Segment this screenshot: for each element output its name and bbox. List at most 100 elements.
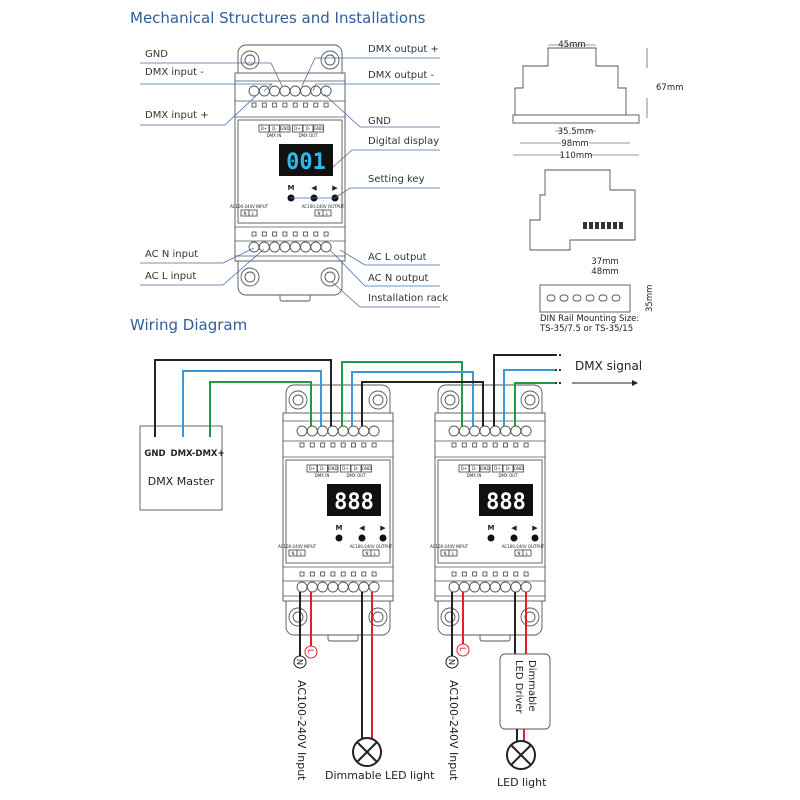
connector-label: D+ xyxy=(294,126,300,131)
terminal-screw xyxy=(358,581,370,593)
svg-text:N: N xyxy=(447,659,456,665)
digital-display xyxy=(479,484,533,516)
terminal-screw xyxy=(317,581,329,593)
callout-line xyxy=(140,93,259,126)
svg-text:N: N xyxy=(295,659,304,665)
terminal-screw xyxy=(520,581,532,593)
master-pin-label: DMX- xyxy=(171,449,196,459)
terminal-screw xyxy=(500,581,511,593)
wire-dmx-minus-out xyxy=(503,369,555,426)
terminal-screw xyxy=(458,425,470,437)
connector-label: D- xyxy=(272,126,277,131)
terminal-screw xyxy=(300,85,311,97)
callout-line xyxy=(140,62,283,87)
terminal-screw xyxy=(479,425,491,437)
callout-label: DMX output - xyxy=(368,70,435,81)
callout-label: GND xyxy=(368,116,391,127)
key-label: ◀ xyxy=(511,524,517,532)
wire-gnd-link xyxy=(361,381,484,426)
terminal-screw xyxy=(306,425,318,437)
din-note-1: DIN Rail Mounting Size: xyxy=(540,314,639,324)
connector-label: GND xyxy=(362,466,371,471)
terminal-screw xyxy=(296,581,308,593)
mechanical-title: Mechanical Structures and Installations xyxy=(130,9,426,27)
svg-text:L: L xyxy=(306,649,315,654)
callout-label: DMX input - xyxy=(145,67,204,78)
ac-label: AC100-240V INPUT xyxy=(230,204,269,209)
terminal-screw xyxy=(448,425,460,437)
connector-label: D+ xyxy=(261,126,267,131)
l-marker xyxy=(304,645,318,659)
terminal-screw xyxy=(269,85,281,97)
svg-text:L: L xyxy=(326,211,329,216)
terminal-screw xyxy=(317,425,329,437)
callout-line xyxy=(323,93,440,128)
terminal-screw xyxy=(296,425,308,437)
connector-label: D- xyxy=(472,466,477,471)
terminal-screw xyxy=(500,425,511,437)
callout-label: Setting key xyxy=(368,174,425,185)
iso-view-outline xyxy=(529,169,636,251)
setting-key-button[interactable] xyxy=(531,534,539,542)
master-pin-label: DMX+ xyxy=(195,449,224,459)
terminal-screw xyxy=(479,581,491,593)
wiring-title: Wiring Diagram xyxy=(130,316,247,334)
setting-key-button[interactable] xyxy=(358,534,366,542)
l-marker xyxy=(456,643,470,657)
key-label: M xyxy=(336,524,343,532)
terminal-screw xyxy=(520,425,532,437)
terminal-screw xyxy=(258,241,270,253)
n-marker xyxy=(293,655,307,669)
connector-label: GND xyxy=(314,126,323,131)
ac-label: AC100-240V OUTPUT xyxy=(502,544,545,549)
svg-text:N: N xyxy=(244,211,247,216)
callout-label: DMX input + xyxy=(145,110,209,121)
terminal-screw xyxy=(320,85,332,97)
connector-label: GND xyxy=(480,466,489,471)
terminal-screw xyxy=(448,581,460,593)
ac-label: AC100-240V INPUT xyxy=(278,544,317,549)
dim-98mm: 98mm xyxy=(561,139,588,149)
terminal-screw xyxy=(279,241,291,253)
terminal-screw xyxy=(310,241,322,253)
wire-dmx-plus-master xyxy=(209,381,312,437)
dim-35-5mm: 35.5mm xyxy=(558,127,594,137)
connector-label: D- xyxy=(306,126,311,131)
svg-text:N: N xyxy=(518,551,521,556)
setting-key-button[interactable] xyxy=(510,534,518,542)
setting-key-button[interactable] xyxy=(335,534,343,542)
load-1-label: Dimmable LED light xyxy=(325,769,435,782)
ac-label: AC100-240V OUTPUT xyxy=(350,544,393,549)
callout-line xyxy=(290,187,440,199)
dmx-out-label: DMX OUT xyxy=(298,133,318,138)
wire-gnd-out xyxy=(493,354,555,426)
terminal-screw xyxy=(289,241,301,253)
callout-label: AC N output xyxy=(368,273,429,284)
terminal-screw xyxy=(327,581,339,593)
callout-label: AC L output xyxy=(368,252,427,263)
terminal-screw xyxy=(469,581,481,593)
callout-line xyxy=(329,249,440,287)
terminal-screw xyxy=(348,425,359,437)
wire-dmx-minus-link xyxy=(351,371,474,426)
terminal-screw xyxy=(279,85,291,97)
callout-line xyxy=(331,281,440,308)
dim-35mm: 35mm xyxy=(645,285,655,312)
terminal-screw xyxy=(337,425,349,437)
connector-label: D+ xyxy=(309,466,315,471)
connector-label: D+ xyxy=(461,466,467,471)
terminal-screw xyxy=(368,425,380,437)
dim-110mm: 110mm xyxy=(560,151,593,161)
din-note-2: TS-35/7.5 or TS-35/15 xyxy=(539,324,633,334)
connector-label: D- xyxy=(354,466,359,471)
key-label: ▶ xyxy=(380,524,386,532)
dim-45mm: 45mm xyxy=(558,40,585,50)
setting-key-button[interactable] xyxy=(379,534,387,542)
dmx-out-label: DMX OUT xyxy=(346,473,366,478)
callout-label: DMX output + xyxy=(368,44,439,55)
ac-input-label: AC100-240V Input xyxy=(447,680,460,781)
setting-key-button[interactable] xyxy=(487,534,495,542)
side-view-outline xyxy=(514,47,627,116)
